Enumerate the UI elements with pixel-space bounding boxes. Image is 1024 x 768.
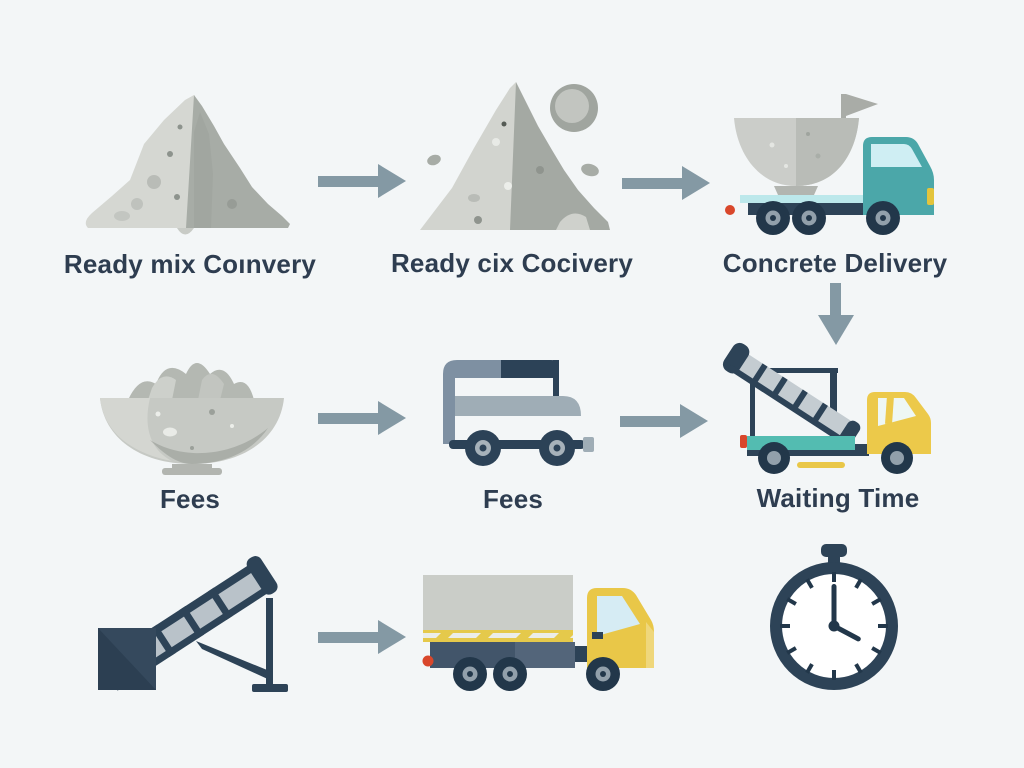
flow-arrow-right-icon [318,398,406,438]
conveyor-truck-icon [712,340,957,482]
stopwatch-icon [766,544,901,692]
step-label: Ready mix Coınvery [63,249,317,279]
step-label: Concrete Delivery [722,248,948,278]
conveyor-belt-icon [80,548,315,698]
flatbed-truck-icon [435,352,610,472]
aggregate-pile-icon [82,92,302,237]
step-label: Fees [159,484,221,514]
step-label: Fees [482,484,544,514]
flow-arrow-right-icon [622,163,710,203]
flow-arrow-down-icon [815,283,857,347]
concrete-mixer-truck-icon [720,90,945,240]
cargo-truck-icon [420,562,670,702]
aggregate-bowl-icon [92,340,292,475]
flow-arrow-right-icon [620,401,708,441]
step-label: Ready cix Cocivery [390,248,634,278]
flow-arrow-right-icon [318,617,406,657]
step-label: Waiting Time [756,483,920,513]
aggregate-pile-stone-icon [412,78,617,238]
flow-arrow-right-icon [318,161,406,201]
